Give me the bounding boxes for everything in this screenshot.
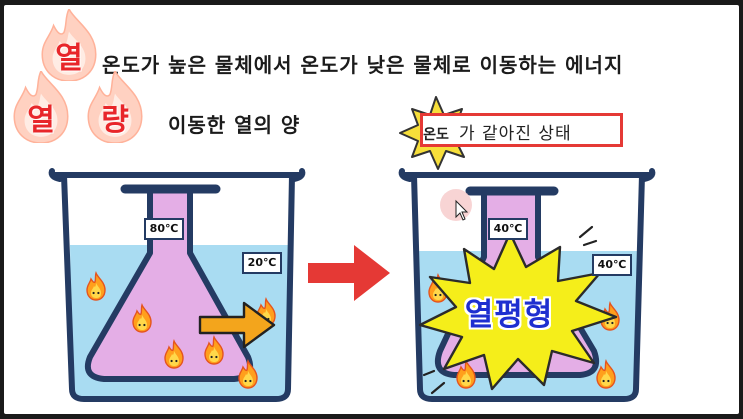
heat-flow-arrow: [198, 301, 276, 349]
burst-lines: [422, 225, 598, 395]
left-water-temp: 20℃: [242, 252, 282, 274]
transition-arrow: [308, 245, 390, 301]
state-label: 가 같아진 상태: [459, 124, 572, 144]
illustration: [48, 96, 656, 402]
mouse-cursor-icon: [455, 199, 469, 221]
right-flask-temp: 40℃: [488, 218, 528, 240]
heat-definition: 온도가 높은 물체에서 온도가 낮은 물체로 이동하는 에너지: [102, 53, 624, 77]
state-box: [420, 113, 623, 147]
explosion-burst-icon: [418, 231, 618, 391]
amount-title-char-1: 열: [27, 103, 55, 138]
left-flask-temp: 80℃: [144, 218, 184, 240]
slide-frame: 열 온도가 높은 물체에서 온도가 낮은 물체로 이동하는 에너지 열 량 이동…: [4, 5, 739, 414]
star-word: 온도: [423, 127, 449, 143]
amount-definition: 이동한 열의 양: [168, 113, 301, 137]
equilibrium-label: 열평형: [464, 297, 554, 333]
heat-title-char: 열: [55, 41, 83, 76]
amount-title-char-2: 량: [101, 103, 129, 138]
right-water-temp: 40℃: [592, 254, 632, 276]
